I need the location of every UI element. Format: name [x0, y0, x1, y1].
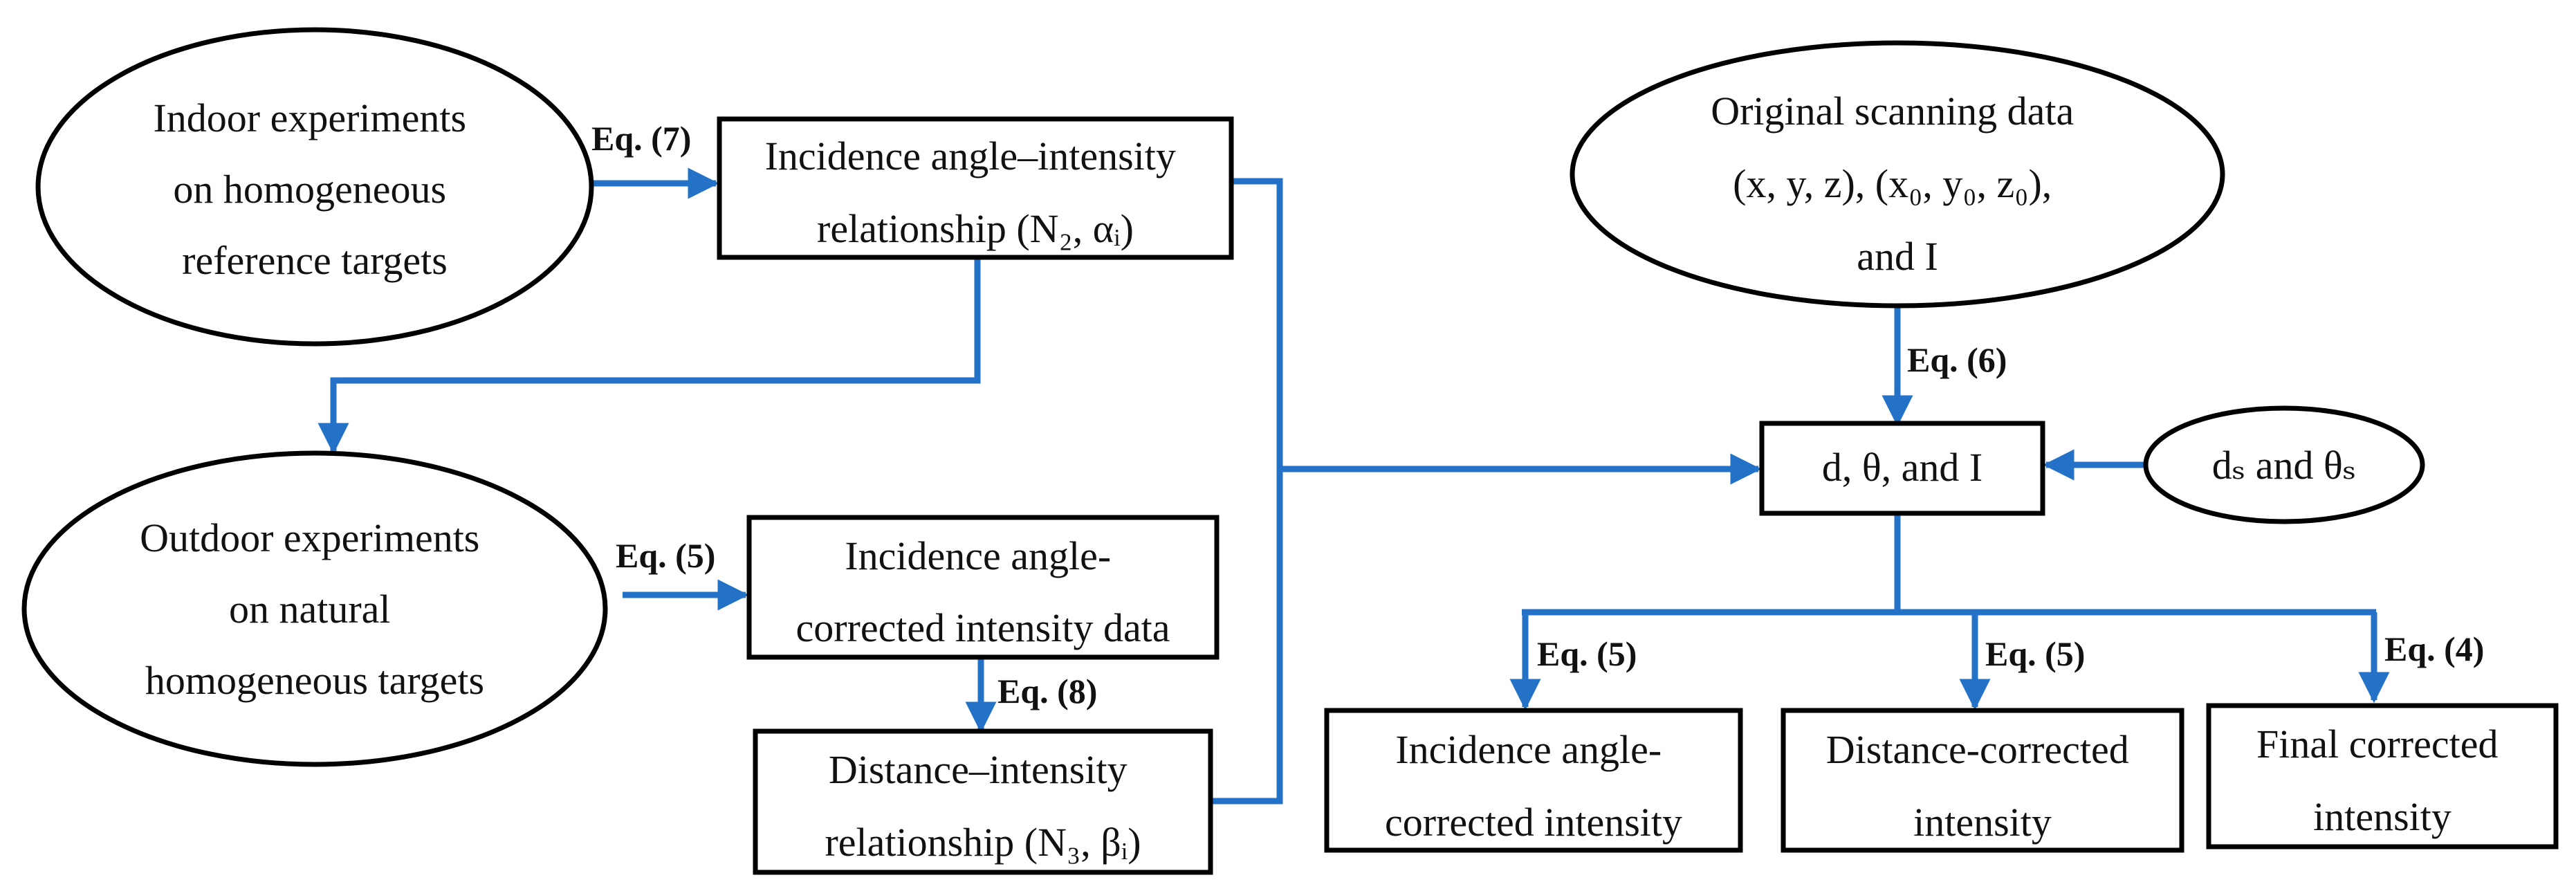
- node-d-theta-i: d, θ, and I: [1759, 421, 2045, 516]
- edge-label-angle-data-to-distance: Eq. (8): [997, 672, 1097, 710]
- node-indoor-ellipse: [35, 27, 594, 347]
- node-original-scanning-text: Original scanning data (x, y, z), (x₀, y…: [1711, 89, 2084, 279]
- connectors: [318, 167, 2390, 805]
- node-outdoor: Outdoor experiments on natural homogeneo…: [21, 450, 608, 767]
- edge-label-outdoor-to-angle-data: Eq. (5): [616, 536, 715, 575]
- node-angle-relationship-text: Incidence angle–intensity relationship (…: [765, 134, 1186, 251]
- edge-label-to-out-angle: Eq. (5): [1537, 634, 1637, 673]
- node-d-theta-i-box: [1759, 421, 2045, 516]
- node-out-distance-corrected: Distance-corrected intensity: [1781, 708, 2184, 853]
- edge-label-original-to-d-theta-i: Eq. (6): [1907, 340, 2007, 379]
- node-out-final-corrected-box: [2206, 703, 2559, 849]
- node-distance-relationship-box: [753, 728, 1213, 875]
- node-out-distance-corrected-text: Distance-corrected intensity: [1826, 727, 2139, 845]
- node-angle-corrected-data-box: [746, 515, 1220, 660]
- node-indoor-text: Indoor experiments on homogeneous refere…: [153, 95, 476, 283]
- node-out-angle-corrected-box: [1324, 708, 1743, 853]
- node-outdoor-text: Outdoor experiments on natural homogeneo…: [140, 515, 490, 703]
- edge-label-to-out-distance: Eq. (5): [1985, 634, 2085, 673]
- node-d-theta-i-text: d, θ, and I: [1822, 445, 1982, 490]
- edge-label-indoor-to-angle: Eq. (7): [591, 119, 691, 158]
- edge-labels: Eq. (7) Eq. (5) Eq. (8) Eq. (6) Eq. (5) …: [591, 119, 2484, 710]
- node-angle-corrected-data: Incidence angle- corrected intensity dat…: [746, 515, 1220, 660]
- node-out-angle-corrected: Incidence angle- corrected intensity: [1324, 708, 1743, 853]
- node-ds-thetas-ellipse: [2143, 405, 2425, 524]
- arrow-angle-relationship-to-outdoor: [318, 257, 981, 454]
- node-ds-thetas-text: dₛ and θₛ: [2212, 443, 2357, 488]
- node-original-scanning: Original scanning data (x, y, z), (x₀, y…: [1570, 40, 2225, 309]
- node-angle-relationship: Incidence angle–intensity relationship (…: [717, 116, 1234, 260]
- edge-label-to-out-final: Eq. (4): [2384, 630, 2484, 668]
- node-angle-corrected-data-text: Incidence angle- corrected intensity dat…: [795, 533, 1170, 650]
- node-distance-relationship: Distance–intensity relationship (N₃, βᵢ): [753, 728, 1213, 875]
- node-angle-relationship-box: [717, 116, 1234, 260]
- node-out-final-corrected-text: Final corrected intensity: [2256, 722, 2508, 839]
- node-out-distance-corrected-box: [1781, 708, 2184, 853]
- node-distance-relationship-text: Distance–intensity relationship (N₃, βᵢ): [825, 747, 1141, 865]
- line-angle-relationship-to-merge: [1212, 178, 1283, 805]
- node-out-final-corrected: Final corrected intensity: [2206, 703, 2559, 849]
- node-indoor: Indoor experiments on homogeneous refere…: [35, 27, 594, 347]
- node-out-angle-corrected-text: Incidence angle- corrected intensity: [1385, 727, 1682, 845]
- node-original-scanning-ellipse: [1570, 40, 2225, 309]
- node-outdoor-ellipse: [21, 450, 608, 767]
- node-ds-thetas: dₛ and θₛ: [2143, 405, 2425, 524]
